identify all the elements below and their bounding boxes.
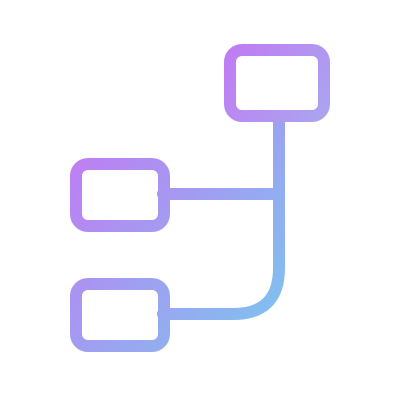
node-box-middle [70, 158, 170, 232]
node-box-bottom [70, 278, 170, 352]
node-box-top [224, 44, 330, 122]
connector-vertical-line [157, 112, 285, 320]
